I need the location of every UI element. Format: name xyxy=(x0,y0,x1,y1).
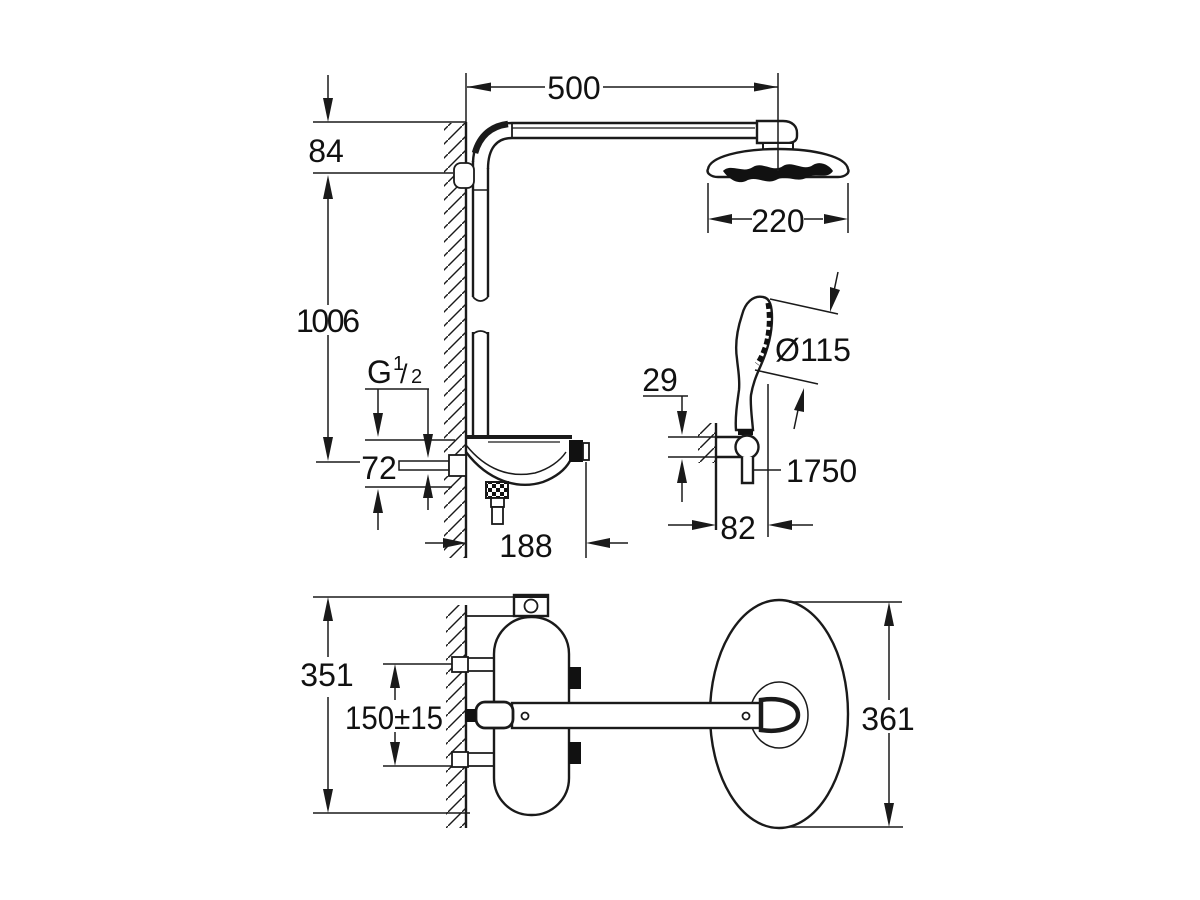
inlet-nipple xyxy=(398,460,450,471)
arm-wall-knob xyxy=(474,700,515,730)
shower-outlet xyxy=(569,440,583,462)
smart-control-button-bottom xyxy=(569,742,581,764)
dim-84: 84 xyxy=(308,133,344,169)
shower-arm-bar xyxy=(510,701,765,730)
wall-hatching xyxy=(446,605,466,828)
dim-150: 150±15 xyxy=(345,700,443,736)
pipe-section xyxy=(523,598,539,614)
side-view: 500 84 1006 G 1 / 2 xyxy=(296,70,850,564)
smart-control-button-top xyxy=(569,667,581,689)
thread-label-den: 2 xyxy=(411,366,422,388)
dim-500: 500 xyxy=(547,70,600,106)
inlet-fitting xyxy=(448,454,467,477)
holder-ball xyxy=(734,434,760,460)
dim-1006: 1006 xyxy=(296,303,360,339)
hand-shower xyxy=(734,295,774,432)
dim-1750: 1750 xyxy=(786,453,857,489)
dim-351: 351 xyxy=(300,657,353,693)
spray-face xyxy=(723,163,833,183)
thread-label-num: 1 xyxy=(393,353,404,375)
thread-label-g: G xyxy=(367,354,392,390)
hose-nut xyxy=(485,481,509,499)
dim-220: 220 xyxy=(751,203,804,239)
wall-hatching xyxy=(698,423,716,463)
hose-outlet-pipe xyxy=(491,506,504,525)
hand-shower-detail: Ø115 29 1750 82 xyxy=(642,271,857,546)
inlet-union-bottom xyxy=(451,751,469,768)
dim-188: 188 xyxy=(499,528,552,564)
head-elbow xyxy=(755,119,799,145)
thread-label-slash: / xyxy=(400,359,408,389)
dim-82: 82 xyxy=(720,510,756,546)
bottom-view: 351 150±15 xyxy=(300,593,915,830)
dim-72: 72 xyxy=(361,450,397,486)
wall-hatching xyxy=(444,123,466,558)
dim-diameter-115: Ø115 xyxy=(775,332,851,368)
screw xyxy=(520,711,530,721)
inlet-union-top xyxy=(451,656,469,673)
hand-hose xyxy=(740,457,755,485)
hand-spray-face xyxy=(754,302,772,366)
arm-head-joint xyxy=(758,697,801,733)
screw xyxy=(741,711,751,721)
dim-361: 361 xyxy=(861,701,914,737)
wall-bracket xyxy=(453,162,475,189)
dim-29: 29 xyxy=(642,362,678,398)
